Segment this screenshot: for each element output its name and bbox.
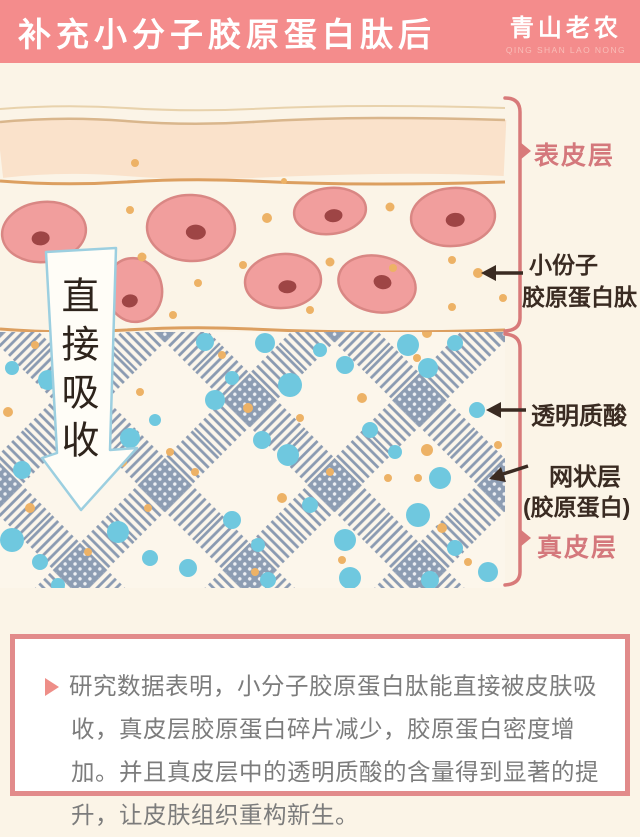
header-bar: 补充小分子胶原蛋白肽后 青山老农 QING SHAN LAO NONG bbox=[0, 0, 640, 63]
peptide-dots bbox=[126, 159, 507, 319]
label-dermis: 真皮层 bbox=[537, 534, 619, 562]
peptide-arrow bbox=[481, 265, 523, 281]
label-reticular-line1: 网状层 bbox=[549, 464, 621, 491]
dermis-bracket bbox=[503, 332, 531, 587]
label-epidermis: 表皮层 bbox=[534, 142, 616, 170]
epidermis-layer bbox=[0, 104, 507, 186]
brand-subtitle: QING SHAN LAO NONG bbox=[505, 45, 626, 55]
label-hyaluronic-acid: 透明质酸 bbox=[531, 403, 627, 430]
brand-logo: 青山老农 QING SHAN LAO NONG bbox=[506, 8, 626, 55]
hyaluronic-arrow bbox=[486, 402, 526, 418]
label-peptide-line1: 小份子 bbox=[529, 252, 598, 278]
reticular-arrow bbox=[489, 464, 529, 482]
triangle-bullet-icon bbox=[45, 678, 59, 696]
callout-arrows bbox=[481, 265, 529, 482]
footnote-box: 研究数据表明，小分子胶原蛋白肽能直接被皮肤吸收，真皮层胶原蛋白碎片减少，胶原蛋白… bbox=[10, 634, 630, 828]
label-peptide-line2: 胶原蛋白肽 bbox=[522, 284, 637, 310]
footnote-paragraph: 研究数据表明，小分子胶原蛋白肽能直接被皮肤吸收，真皮层胶原蛋白碎片减少，胶原蛋白… bbox=[15, 639, 625, 837]
absorb-arrow-text: 直接吸收 bbox=[55, 276, 97, 468]
label-reticular-line2: (胶原蛋白) bbox=[523, 494, 631, 520]
footnote-text: 研究数据表明，小分子胶原蛋白肽能直接被皮肤吸收，真皮层胶原蛋白碎片减少，胶原蛋白… bbox=[69, 673, 599, 828]
page-title: 补充小分子胶原蛋白肽后 bbox=[18, 15, 436, 53]
brand-name: 青山老农 bbox=[509, 15, 622, 42]
